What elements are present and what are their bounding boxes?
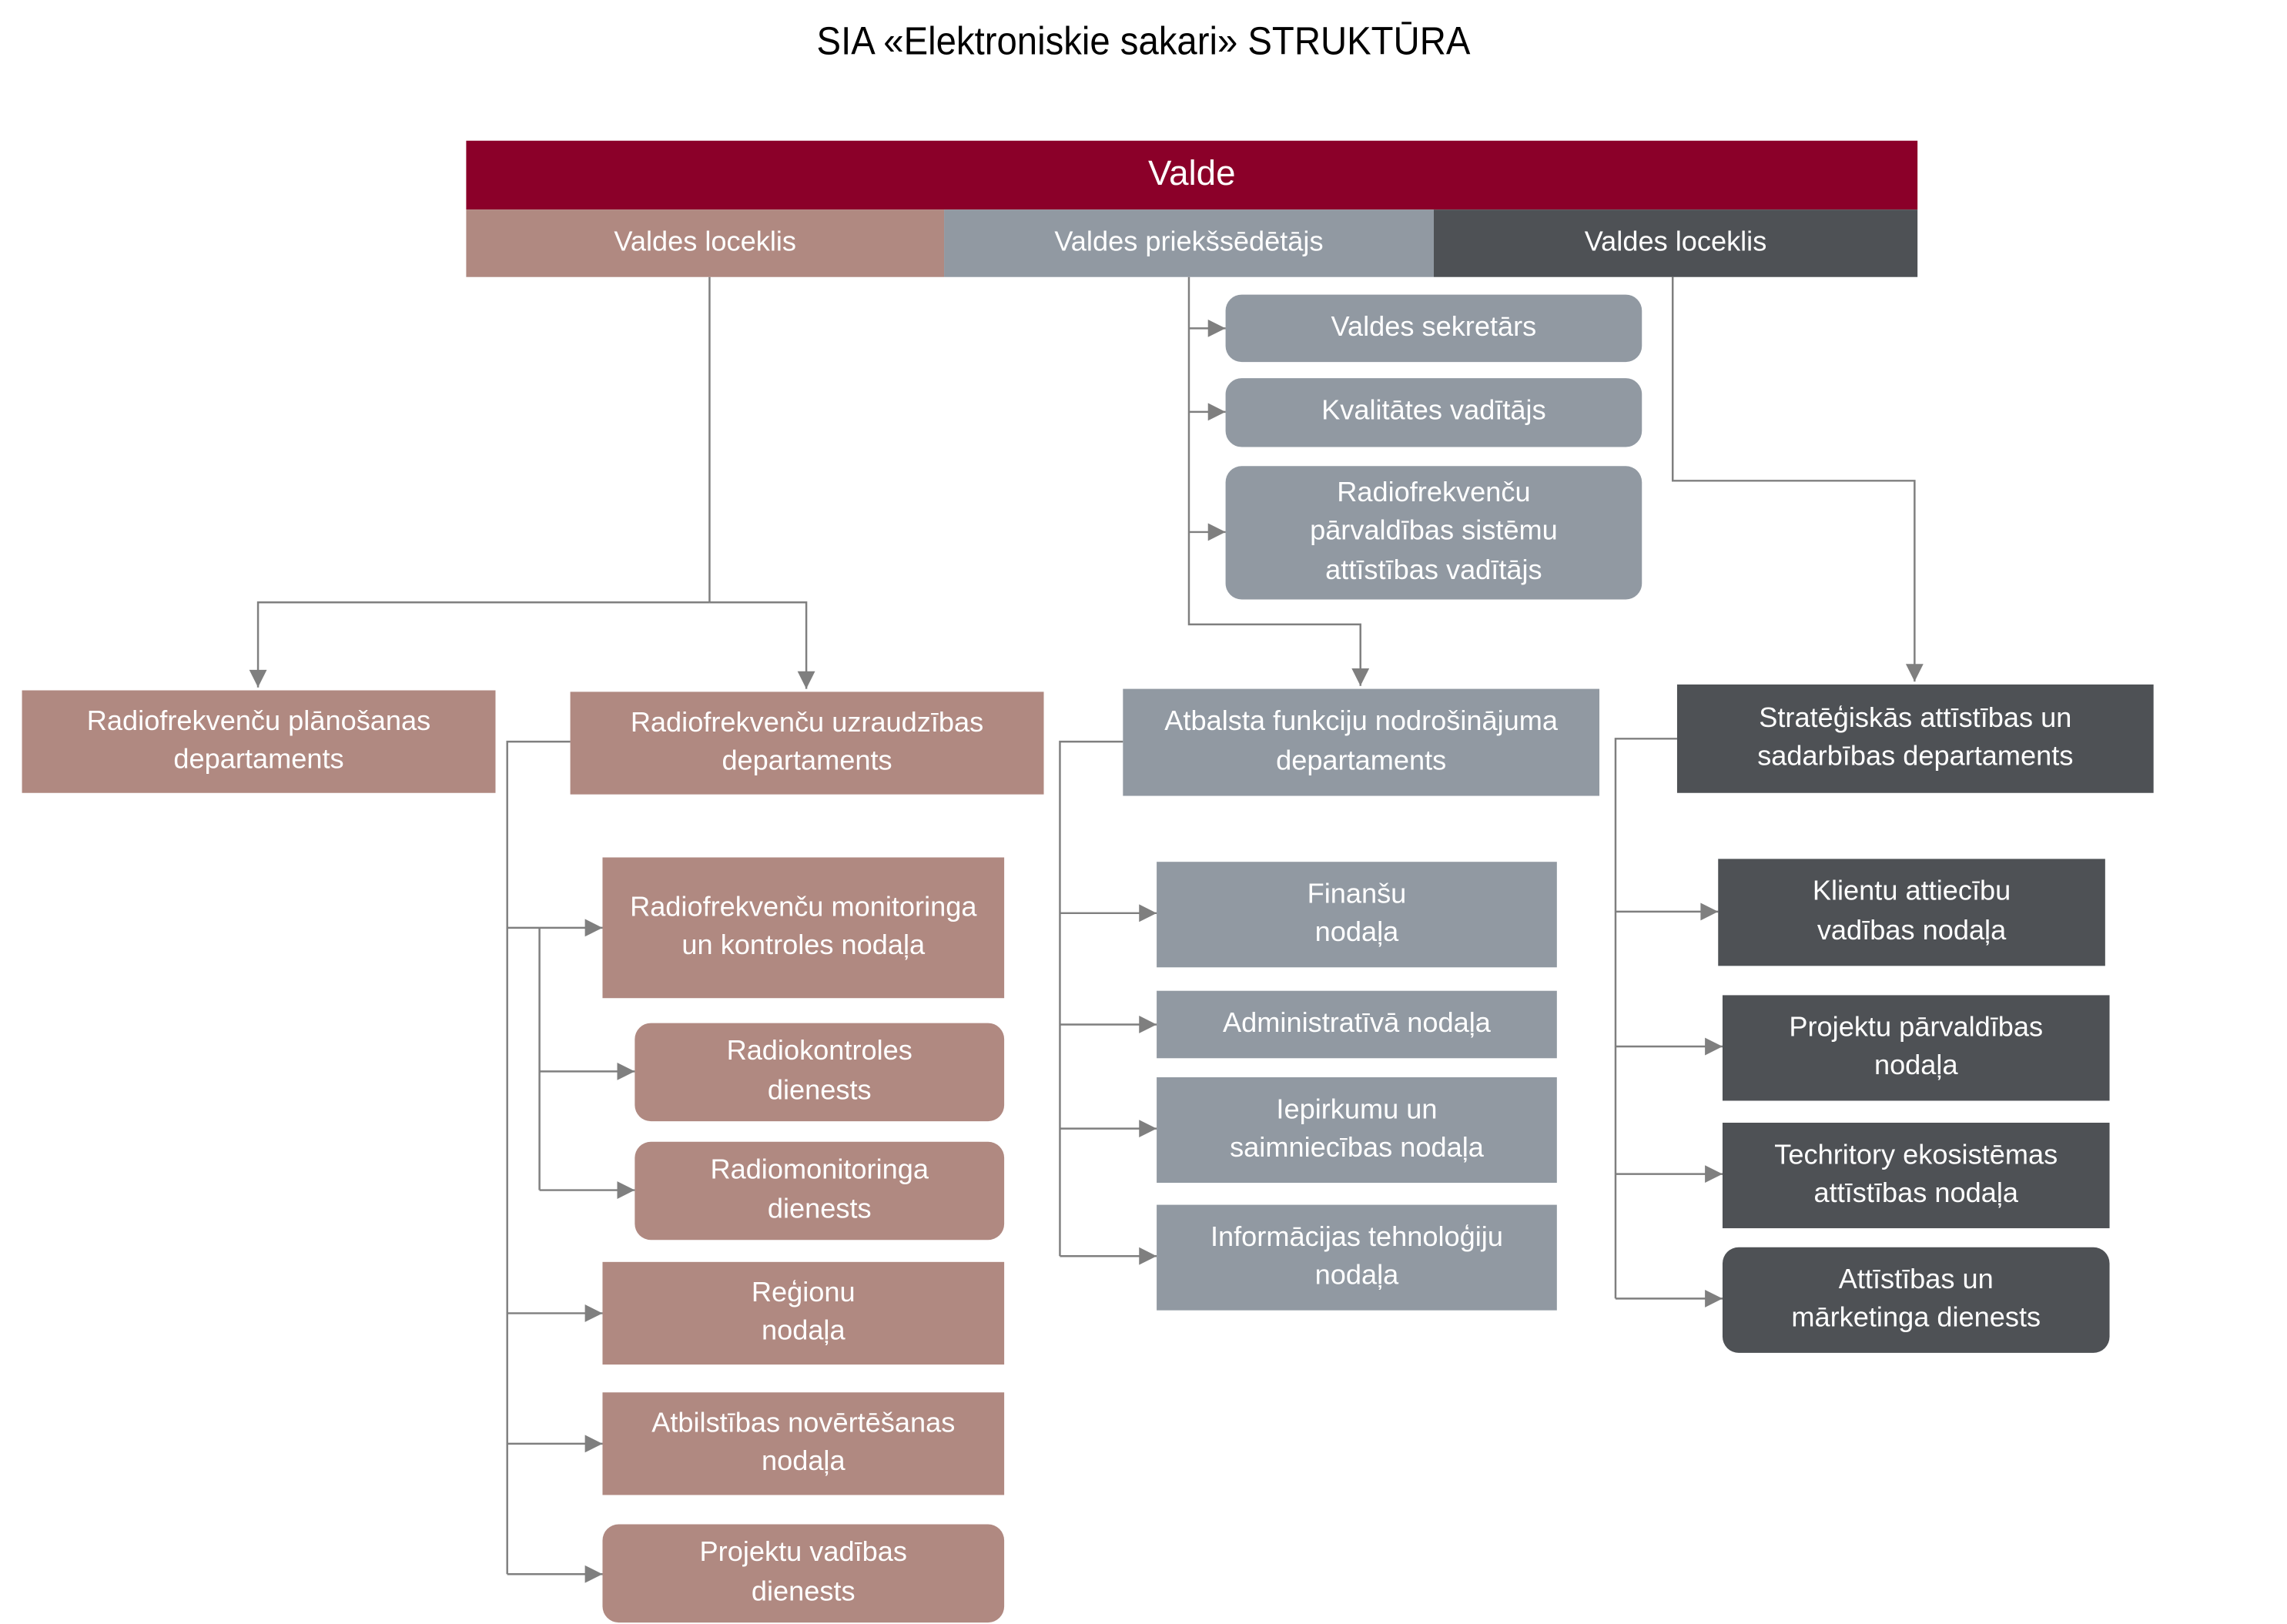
connector-line-3 — [709, 601, 808, 689]
monitoring-control-unit: Radiofrekvenču monitoringa un kontroles … — [602, 857, 1005, 999]
planning-department: Radiofrekvenču plānošanas departaments — [22, 690, 496, 793]
connector-line-4 — [1187, 276, 1361, 686]
connector-arrow-25 — [1705, 1165, 1723, 1184]
connector-arrow-4 — [1351, 668, 1370, 686]
administrative-unit: Administratīvā nodaļa — [1157, 990, 1557, 1059]
connector-arrow-26 — [1705, 1289, 1723, 1308]
connector-arrow-21 — [1139, 1247, 1157, 1265]
connector-arrow-24 — [1705, 1037, 1723, 1056]
support-department: Atbalsta funkciju nodrošinājuma departam… — [1123, 688, 1600, 796]
quality-manager-box: Kvalitātes vadītājs — [1225, 378, 1642, 447]
connector-arrow-18 — [1139, 904, 1157, 922]
finance-unit: Finanšu nodaļa — [1157, 862, 1557, 968]
connector-line-2 — [256, 601, 710, 688]
radiocontrol-service: Radiokontroles dienests — [635, 1023, 1005, 1122]
development-marketing-service: Attīstības un mārketinga dienests — [1722, 1247, 2110, 1353]
procurement-unit: Iepirkumu un saimniecības nodaļa — [1157, 1077, 1557, 1184]
project-management-service: Projektu vadības dienests — [602, 1524, 1005, 1623]
radiomonitoring-service: Radiomonitoringa dienests — [635, 1141, 1005, 1241]
connector-arrow-11 — [584, 1304, 603, 1322]
connector-arrow-15 — [617, 1062, 635, 1080]
connector-arrow-19 — [1139, 1016, 1157, 1033]
connector-arrow-23 — [1700, 902, 1719, 921]
chart-title: SIA «Elektroniskie sakari» STRUKTŪRA — [816, 18, 1471, 63]
connector-arrow-12 — [584, 1435, 603, 1453]
supervision-department: Radiofrekvenču uzraudzības departaments — [570, 691, 1044, 795]
connector-arrow-10 — [584, 919, 603, 937]
connector-line-22 — [1614, 738, 1677, 1299]
connector-line-8 — [1671, 276, 1916, 682]
connector-arrow-6 — [1207, 403, 1226, 421]
connector-line-9 — [506, 740, 571, 1575]
techritory-unit: Techritory ekosistēmas attīstības nodaļa — [1722, 1123, 2110, 1229]
board-member-right: Valdes loceklis — [1433, 209, 1918, 277]
connector-arrow-5 — [1207, 319, 1226, 337]
board-member-left: Valdes loceklis — [466, 209, 945, 277]
conformity-unit: Atbilstības novērtēšanas nodaļa — [602, 1392, 1005, 1495]
project-management-unit: Projektu pārvaldības nodaļa — [1722, 995, 2110, 1101]
strategic-department: Stratēģiskās attīstības un sadarbības de… — [1676, 684, 2154, 793]
connector-arrow-7 — [1207, 523, 1226, 541]
board-chairman: Valdes priekšsēdētājs — [944, 209, 1434, 277]
connector-arrow-3 — [797, 671, 815, 689]
customer-relations-unit: Klientu attiecību vadības nodaļa — [1718, 859, 2105, 966]
connector-arrow-13 — [584, 1565, 603, 1583]
system-dev-manager-box: Radiofrekvenču pārvaldības sistēmu attīs… — [1225, 466, 1642, 600]
it-unit: Informācijas tehnoloģiju nodaļa — [1157, 1204, 1557, 1311]
connector-arrow-2 — [249, 669, 267, 688]
regions-unit: Reģionu nodaļa — [602, 1261, 1005, 1365]
connector-arrow-20 — [1139, 1120, 1157, 1138]
board-header: Valde — [466, 140, 1918, 210]
connector-arrow-8 — [1905, 664, 1924, 682]
connector-arrow-16 — [617, 1181, 635, 1199]
secretary-box: Valdes sekretārs — [1225, 294, 1642, 363]
connector-line-17 — [1059, 740, 1123, 1257]
